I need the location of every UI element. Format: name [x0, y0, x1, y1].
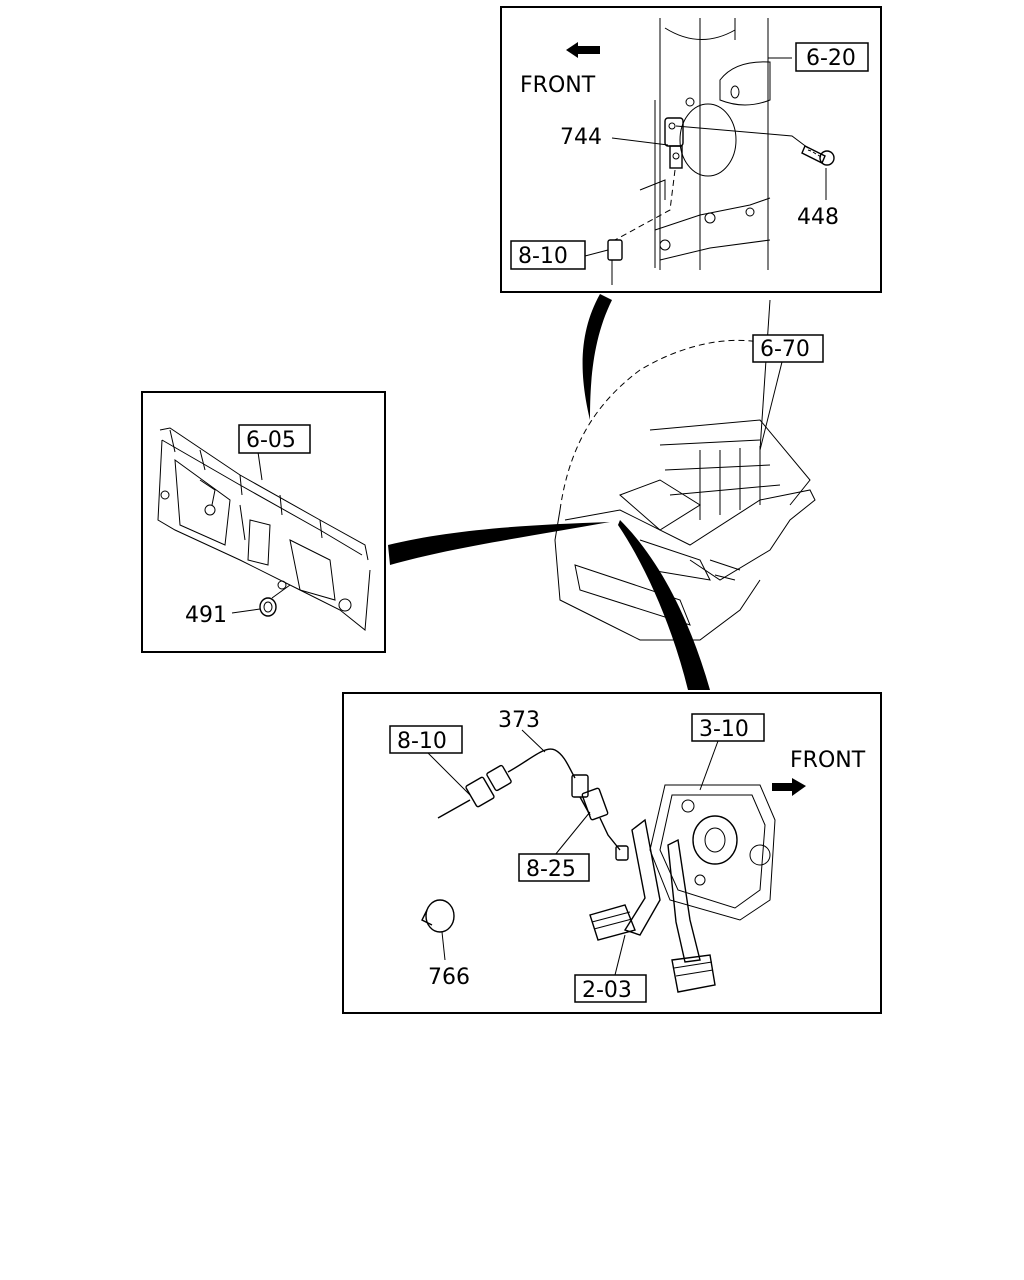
- vehicle-cab-view: [554, 299, 816, 641]
- svg-text:6-70: 6-70: [760, 337, 810, 362]
- pointer-arrow-bottom: [618, 520, 710, 690]
- front-arrow-icon: [566, 42, 600, 58]
- svg-text:6-20: 6-20: [806, 46, 856, 71]
- callout-6-20: 6-20: [795, 42, 869, 72]
- pedal-assembly: [589, 784, 776, 993]
- front-arrow-icon: [772, 778, 806, 796]
- pointer-arrow-left: [388, 522, 610, 565]
- callout-373: 373: [498, 708, 540, 733]
- callout-766: 766: [428, 965, 470, 990]
- bottom-front-label: FRONT: [790, 748, 866, 773]
- callout-6-70: 6-70: [752, 334, 824, 363]
- svg-text:8-10: 8-10: [397, 729, 447, 754]
- pointer-arrow-top: [582, 294, 612, 420]
- harness-373: [437, 748, 629, 861]
- callout-2-03: 2-03: [574, 974, 647, 1003]
- svg-text:3-10: 3-10: [699, 717, 749, 742]
- svg-text:8-10: 8-10: [518, 244, 568, 269]
- bolt-448: [801, 145, 835, 166]
- callout-8-25: 8-25: [518, 853, 590, 882]
- left-detail-panel: 6-05 491: [141, 391, 386, 653]
- top-front-label: FRONT: [520, 73, 596, 98]
- clip-766: [421, 899, 455, 933]
- bottom-detail-panel: FRONT 373 8-10 3-10 8-25 766 2-03: [342, 692, 882, 1014]
- callout-6-05: 6-05: [238, 424, 311, 454]
- svg-text:2-03: 2-03: [582, 978, 632, 1003]
- callout-744: 744: [560, 125, 602, 150]
- callout-3-10: 3-10: [691, 713, 765, 742]
- callout-491: 491: [185, 603, 227, 628]
- callout-448: 448: [797, 205, 839, 230]
- grommet-491: [259, 597, 277, 617]
- svg-text:6-05: 6-05: [246, 428, 296, 453]
- switch-744: [664, 117, 684, 169]
- top-detail-panel: FRONT 6-20 744 448 8-10: [500, 6, 882, 293]
- callout-8-10-bottom: 8-10: [389, 725, 463, 754]
- svg-text:8-25: 8-25: [526, 857, 576, 882]
- callout-8-10-top: 8-10: [510, 240, 586, 270]
